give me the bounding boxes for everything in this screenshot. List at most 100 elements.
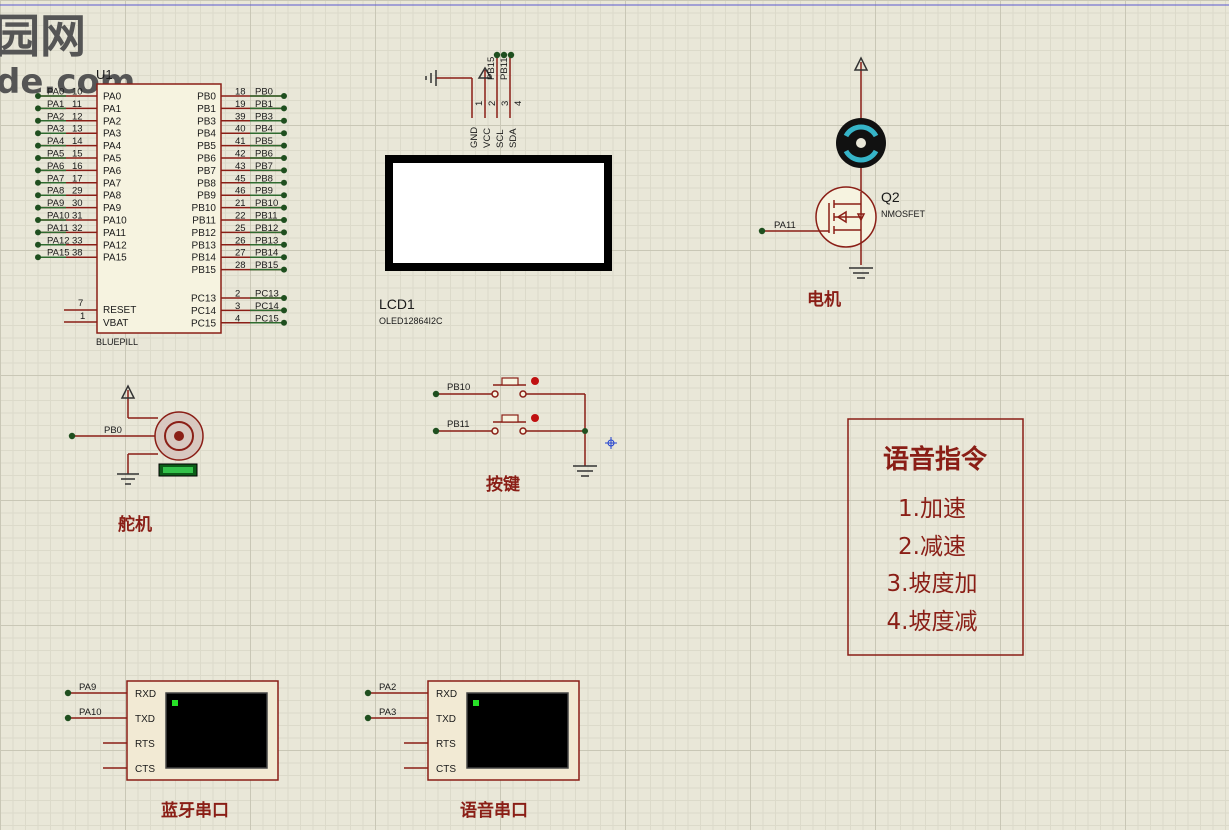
oled-net-sda: PB11 — [499, 57, 510, 80]
mcu-pin-number: 46 — [235, 186, 246, 197]
mcu-body — [96, 83, 222, 334]
mcu-net-label: PC13 — [255, 289, 279, 300]
button2-net: PB11 — [447, 419, 470, 430]
mcu-pin-name: PB7 — [197, 166, 216, 177]
mcu-pin-name: PC14 — [191, 306, 216, 317]
mcu-net-label: PB9 — [255, 186, 273, 197]
mcu-net-label: PA4 — [47, 136, 64, 147]
mcu-net-label: PA8 — [47, 186, 64, 197]
oled-pin-vcc: VCC — [482, 128, 493, 148]
uart2-caption: 语音串口 — [460, 800, 528, 821]
motor-driver[interactable]: PA11 Q2 NMOSFET 电机 — [758, 56, 926, 310]
oled-display[interactable]: PB15 PB11 1 2 3 4 GND VCC SCL SDA LCD1 O… — [379, 51, 612, 326]
mcu-pin-number: 25 — [235, 223, 246, 234]
mcu-pin-name: PA10 — [103, 216, 127, 227]
mcu-net-label: PA2 — [47, 111, 64, 122]
mcu-pin-number: 30 — [72, 198, 83, 209]
mcu-net-label: PB13 — [255, 235, 278, 246]
command-1: 1.加速 — [898, 496, 966, 522]
uart1-net-tx: PA10 — [79, 707, 102, 718]
mcu-net-label: PB11 — [255, 211, 278, 222]
command-3: 3.坡度加 — [887, 571, 978, 597]
mcu-pin-name: PB0 — [197, 92, 216, 103]
mcu-net-label: PA3 — [47, 124, 64, 135]
crosshair-icon — [605, 437, 617, 449]
mcu-pin-number: 39 — [235, 111, 246, 122]
mcu-pin-name: PA8 — [103, 191, 122, 202]
mcu-pin-name: PB10 — [192, 203, 217, 214]
mcu-net-label: PA15 — [47, 248, 70, 259]
mcu-pin-number: 3 — [235, 301, 240, 312]
uart1-pin-txd: TXD — [135, 714, 155, 725]
command-2: 2.减速 — [898, 534, 966, 560]
mcu-net-label: PA10 — [47, 211, 70, 222]
voice-command-panel: 语音指令 1.加速 2.减速 3.坡度加 4.坡度减 — [847, 418, 1024, 656]
mcu-pin-number: 31 — [72, 211, 83, 222]
oled-pin1-num: 1 — [474, 101, 485, 106]
voice-terminal[interactable]: PA2 PA3 RXD TXD RTS CTS 语音串口 — [364, 680, 580, 821]
push-button-1[interactable] — [491, 377, 539, 398]
mcu-pin-number: 14 — [72, 136, 83, 147]
servo[interactable]: PB0 舵机 — [68, 384, 204, 535]
mcu-net-label: PA6 — [47, 161, 64, 172]
mcu-pin-number: 22 — [235, 211, 246, 222]
mcu-pin-number: 15 — [72, 149, 83, 160]
oled-pin-scl: SCL — [495, 130, 506, 148]
mcu-pin-number: 13 — [72, 124, 83, 135]
mcu-pin-name: PA7 — [103, 178, 122, 189]
mcu-pin-number: 2 — [235, 289, 240, 300]
mcu-pin-name: PB13 — [192, 240, 217, 251]
mcu-pin-number: 19 — [235, 99, 246, 110]
mcu-pin-number: 33 — [72, 235, 83, 246]
mcu-net-label: PB10 — [255, 198, 278, 209]
mosfet-gate-net: PA11 — [774, 220, 796, 231]
mcu-net-label: PB4 — [255, 124, 273, 135]
buttons-caption: 按键 — [486, 474, 520, 495]
mcu-pin-number: 45 — [235, 173, 246, 184]
watermark-line1: 园网 — [0, 9, 86, 63]
mcu-pin-number: 32 — [72, 223, 83, 234]
mcu-pin-name: PB5 — [197, 141, 216, 152]
mcu-pin-name: PB3 — [197, 116, 216, 127]
motor-caption: 电机 — [807, 289, 841, 310]
mcu-pin-name: PA12 — [103, 240, 127, 251]
mcu-pin-number: 43 — [235, 161, 246, 172]
mcu-pin-number: 42 — [235, 149, 246, 160]
terminal-screen — [165, 692, 268, 769]
mcu-pin-name: PC13 — [191, 294, 216, 305]
oled-pin-sda: SDA — [508, 128, 519, 148]
mcu-pin-name: PB11 — [192, 216, 216, 227]
uart2-pin-rxd: RXD — [436, 689, 457, 700]
mcu-net-label: PA1 — [47, 99, 64, 110]
mcu-pin-name: PA9 — [103, 203, 122, 214]
mcu-pin-number: 17 — [72, 173, 83, 184]
oled-pin3-num: 3 — [500, 101, 511, 106]
oled-pin4-num: 4 — [513, 101, 524, 106]
mcu-net-label: PB14 — [255, 248, 278, 259]
mcu-pin-name: PA0 — [103, 92, 122, 103]
button1-net: PB10 — [447, 382, 470, 393]
oled-pin2-num: 2 — [487, 101, 498, 106]
mcu-net-label: PB1 — [255, 99, 273, 110]
mcu-net-label: PA0 — [47, 87, 64, 98]
mcu-net-label: PB6 — [255, 149, 273, 160]
mcu-ref: U1 — [96, 67, 113, 82]
mcu-net-label: PA5 — [47, 149, 64, 160]
vbat-pin-name: VBAT — [103, 318, 128, 329]
oled-screen — [385, 155, 612, 271]
mcu-pin-name: PB1 — [197, 104, 216, 115]
mcu-pin-number: 26 — [235, 235, 246, 246]
bluetooth-terminal[interactable]: PA9 PA10 RXD TXD RTS CTS 蓝牙串口 — [64, 680, 279, 821]
oled-ref: LCD1 — [379, 296, 415, 312]
mcu-pin-name: PB4 — [197, 129, 216, 140]
buttons[interactable]: PB10 PB11 按键 — [432, 377, 617, 495]
mcu-pin-name: PB15 — [192, 265, 217, 276]
servo-caption: 舵机 — [118, 514, 152, 535]
mcu-pin-number: 28 — [235, 260, 246, 271]
reset-pin-number: 7 — [78, 298, 83, 309]
mcu-pin-name: PA11 — [103, 228, 126, 239]
